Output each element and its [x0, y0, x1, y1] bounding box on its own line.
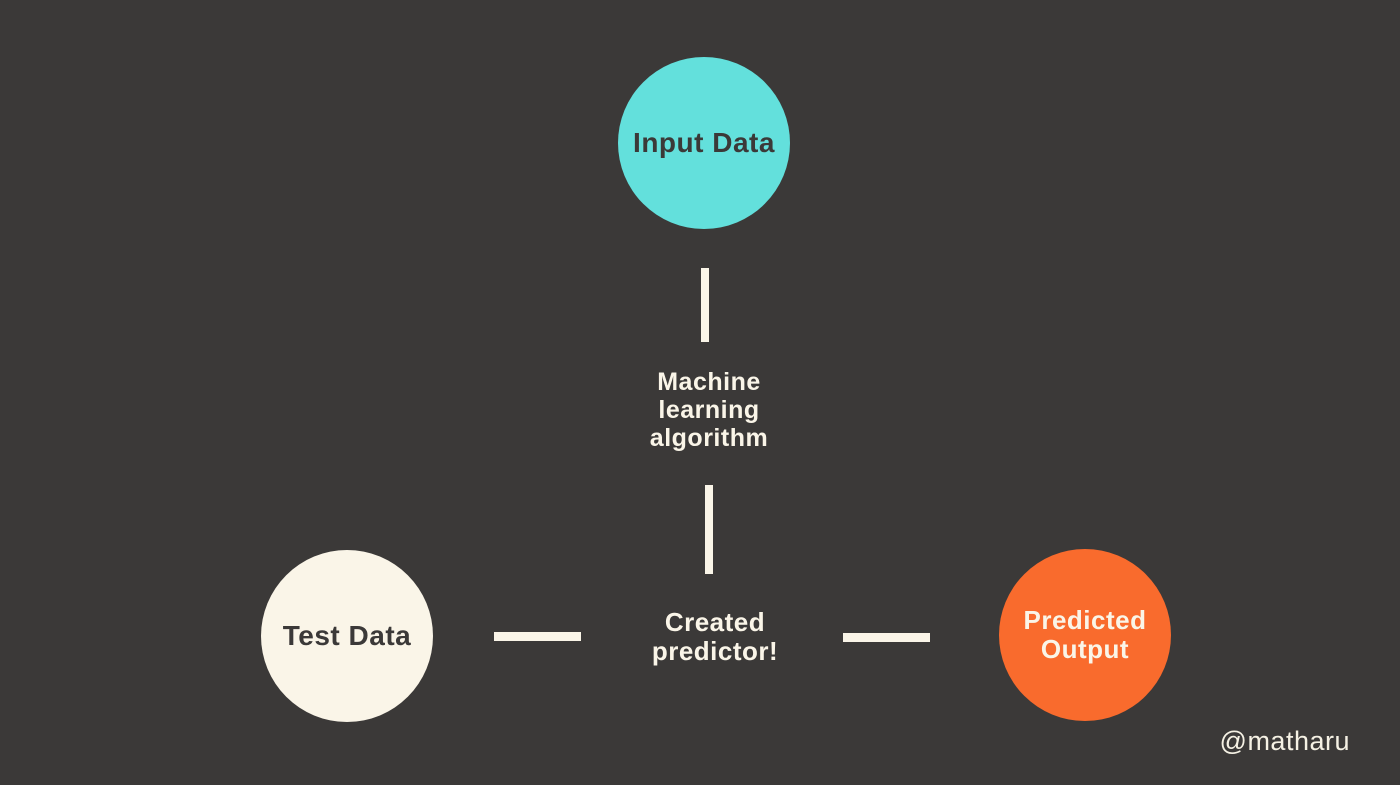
node-created-predictor-label: Created predictor!	[651, 607, 779, 666]
node-input-data-label: Input Data	[633, 127, 775, 159]
watermark-handle: @matharu	[1219, 726, 1350, 756]
connector-input-to-algorithm	[701, 268, 709, 342]
node-test-data: Test Data	[261, 550, 433, 722]
node-input-data: Input Data	[618, 57, 790, 229]
connector-test-to-predictor	[494, 632, 581, 641]
node-predicted-output-label: Predicted Output	[1023, 604, 1147, 664]
node-predicted-output: Predicted Output	[999, 549, 1171, 721]
connector-predictor-to-output	[843, 633, 930, 642]
node-machine-learning-label: Machine learning algorithm	[649, 368, 769, 452]
node-test-data-label: Test Data	[282, 620, 412, 652]
connector-algorithm-to-predictor	[705, 485, 713, 574]
